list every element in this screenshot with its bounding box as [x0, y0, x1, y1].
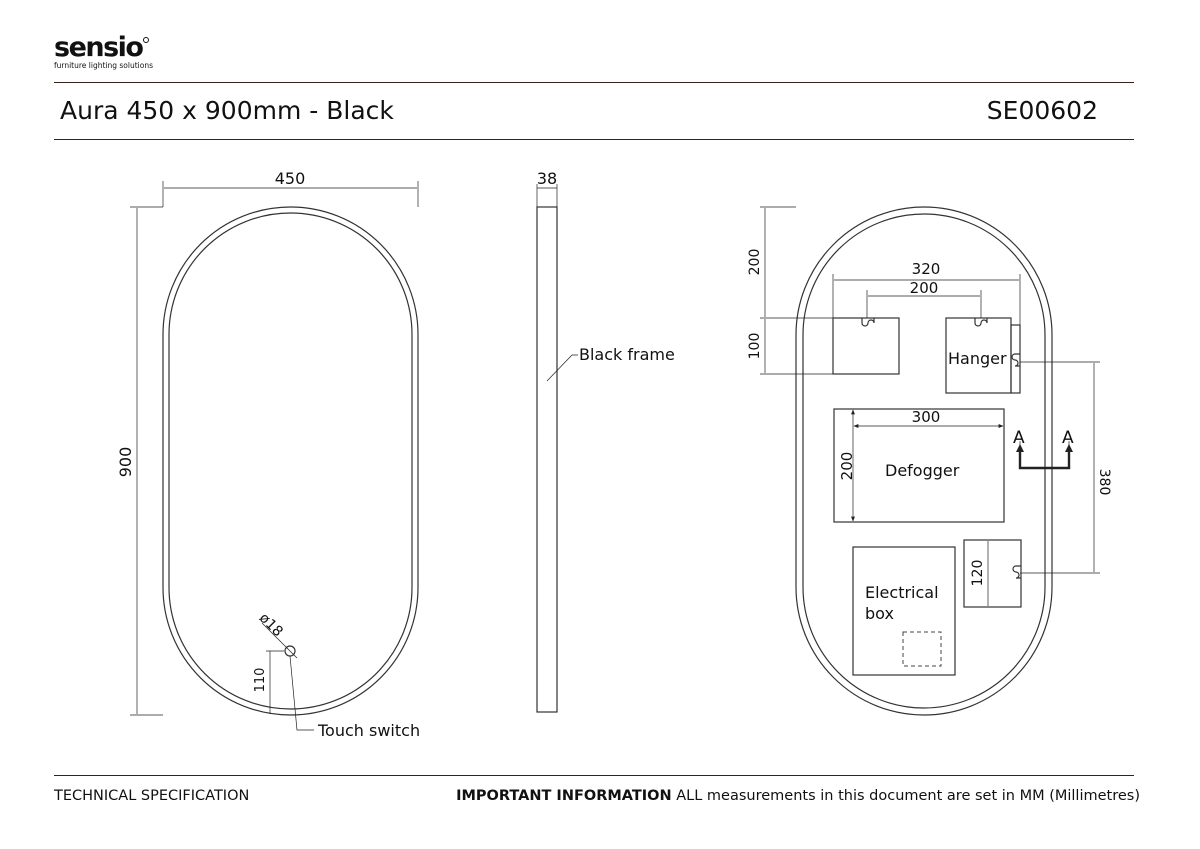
section-a-right-label: A — [1062, 428, 1074, 448]
logo-wordmark: sensio — [54, 32, 144, 63]
black-frame-label: Black frame — [579, 345, 675, 364]
hanger-label: Hanger — [948, 349, 1007, 368]
hanger-height-label: 100 — [747, 333, 763, 360]
height-label: 900 — [116, 447, 135, 478]
registered-mark-icon — [143, 37, 150, 43]
touch-switch-leader — [289, 655, 314, 731]
switch-diameter-leader — [261, 622, 298, 659]
section-line — [1018, 447, 1071, 470]
side-profile — [536, 206, 558, 713]
hanger-hook-left-icon — [861, 318, 875, 327]
front-view: 450 900 ø18 110 Touch switch — [116, 169, 420, 740]
back-view: 200 100 320 200 Hanger 380 300 — [747, 206, 1112, 716]
header-top-rule — [54, 82, 1134, 83]
hanger-side-hook-icon — [1011, 353, 1020, 367]
electrical-box — [852, 546, 956, 676]
depth-label: 38 — [537, 169, 557, 188]
header-bottom-rule — [54, 139, 1134, 140]
defogger-height-label: 200 — [838, 452, 856, 481]
electrical-box-label-line1: Electrical — [865, 583, 939, 602]
page-title: Aura 450 x 900mm - Black — [60, 96, 394, 125]
section-arrow-left-icon — [1016, 444, 1024, 452]
side-view: 38 Black frame — [536, 169, 675, 713]
back-inner-outline — [802, 213, 1046, 709]
black-frame-leader — [546, 354, 578, 382]
footer-important-text: ALL measurements in this document are se… — [671, 788, 1140, 804]
footer-important-info: IMPORTANT INFORMATION ALL measurements i… — [456, 788, 1140, 804]
hanger-spacing-label: 380 — [1096, 469, 1112, 496]
footer-important-heading: IMPORTANT INFORMATION — [456, 788, 672, 804]
product-code: SE00602 — [986, 96, 1098, 125]
electrical-box-label-line2: box — [865, 604, 894, 623]
section-a-left-label: A — [1013, 428, 1025, 448]
hanger-plate-left — [832, 317, 900, 375]
defogger-label: Defogger — [885, 461, 960, 480]
lower-hanger-plate — [963, 539, 1022, 608]
width-label: 450 — [275, 169, 306, 188]
footer-spec-label: TECHNICAL SPECIFICATION — [54, 788, 250, 804]
lower-hanger-hook-icon — [1012, 565, 1021, 579]
lower-hanger-height-label: 120 — [970, 560, 986, 587]
switch-diameter-label: ø18 — [256, 610, 286, 640]
back-outer-outline — [795, 206, 1053, 716]
front-mirror-inner — [168, 212, 413, 710]
hanger-inner-label: 200 — [910, 279, 939, 297]
footer-rule — [54, 775, 1134, 776]
brand-logo: sensio furniture lighting solutions — [54, 34, 153, 70]
front-mirror-outer — [162, 206, 419, 716]
section-arrow-right-icon — [1065, 444, 1073, 452]
hanger-hook-right-icon — [974, 318, 988, 327]
defogger-width-label: 300 — [912, 408, 941, 426]
hanger-bracket-right — [1010, 324, 1021, 394]
defogger-pad — [833, 408, 1005, 523]
hanger-outer-label: 320 — [912, 260, 941, 278]
touch-switch-label: Touch switch — [317, 721, 420, 740]
logo-tagline: furniture lighting solutions — [54, 61, 154, 70]
electrical-box-knockout — [902, 631, 942, 667]
switch-offset-label: 110 — [253, 668, 268, 693]
top-offset-label: 200 — [747, 249, 763, 276]
